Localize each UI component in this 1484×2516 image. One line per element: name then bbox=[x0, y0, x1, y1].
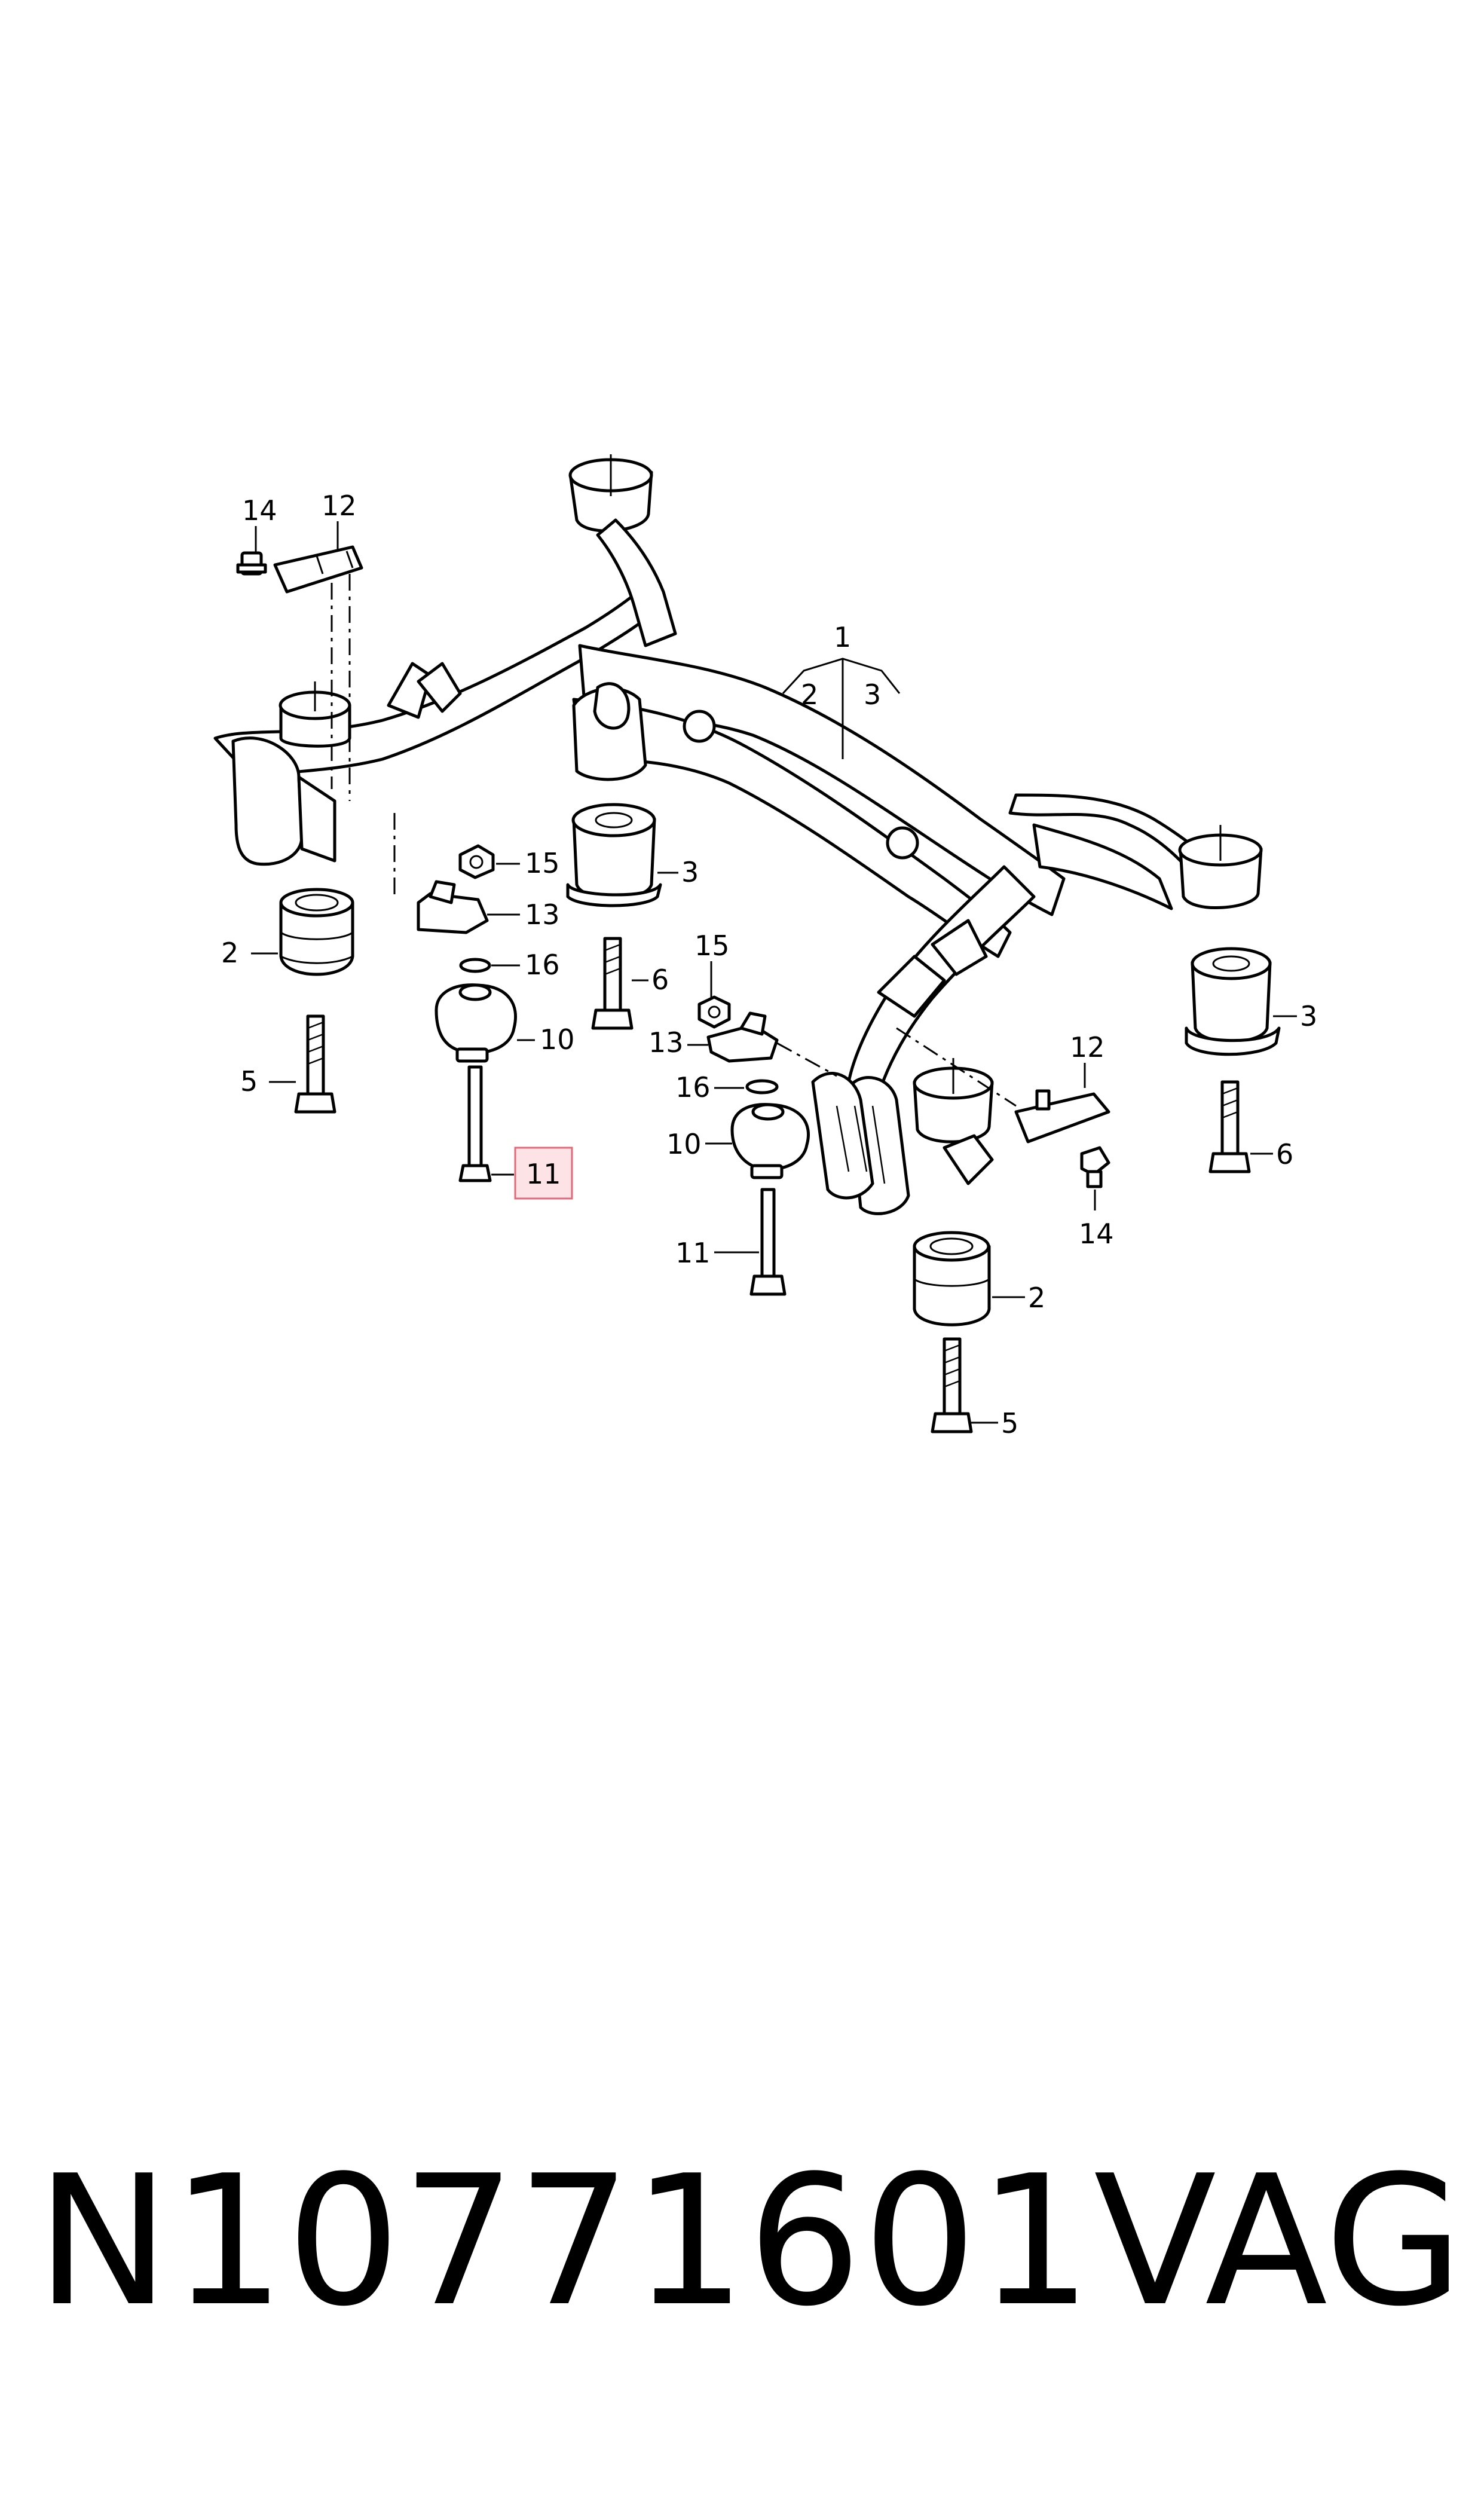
label-10-left: 10 bbox=[540, 1023, 575, 1056]
label-6-center: 6 bbox=[651, 964, 669, 996]
label-3-subpart: 3 bbox=[864, 678, 881, 711]
label-13-left: 13 bbox=[525, 898, 560, 931]
part-13-mid: 13 bbox=[648, 1011, 837, 1077]
part-14-left: 14 bbox=[236, 494, 277, 576]
label-2-right: 2 bbox=[1028, 1282, 1045, 1314]
part-5-left: 5 bbox=[240, 1014, 336, 1114]
part-11-mid: 11 bbox=[675, 1188, 787, 1296]
label-12-left: 12 bbox=[322, 490, 357, 522]
label-14-right: 14 bbox=[1079, 1218, 1114, 1250]
part-1-callout: 1 2 3 bbox=[782, 621, 901, 759]
label-11-left: 11 bbox=[526, 1158, 561, 1190]
part-3-right: 3 bbox=[1185, 947, 1317, 1056]
brand-name: VAG bbox=[1094, 2137, 1464, 2346]
label-16-mid: 16 bbox=[675, 1071, 711, 1103]
label-2-subpart: 2 bbox=[801, 678, 818, 711]
part-16-mid: 16 bbox=[675, 1071, 779, 1103]
label-5-right: 5 bbox=[1001, 1407, 1018, 1439]
part-11-left: 11 bbox=[458, 1065, 573, 1200]
label-3-right: 3 bbox=[1300, 1000, 1317, 1032]
part-2-right: 2 bbox=[913, 1231, 1045, 1326]
label-10-mid: 10 bbox=[666, 1128, 702, 1160]
label-13-mid: 13 bbox=[648, 1026, 684, 1059]
part-6-center: 6 bbox=[591, 937, 669, 1030]
label-6-right: 6 bbox=[1276, 1138, 1293, 1170]
part-3-center: 3 bbox=[566, 803, 699, 907]
part-15-left: 15 bbox=[458, 844, 560, 879]
part-5-right: 5 bbox=[931, 1337, 1018, 1439]
rear-subframe bbox=[213, 454, 1263, 1215]
label-5-left: 5 bbox=[240, 1065, 258, 1097]
part-14-right: 14 bbox=[1079, 1146, 1114, 1250]
part-12-right: 12 bbox=[896, 1027, 1110, 1144]
label-1: 1 bbox=[834, 621, 851, 653]
part-12-left: 12 bbox=[273, 490, 363, 801]
label-12-right: 12 bbox=[1070, 1031, 1105, 1063]
part-10-mid: 10 bbox=[666, 1103, 810, 1179]
part-6-right: 6 bbox=[1208, 1080, 1293, 1173]
part-15-mid: 15 bbox=[694, 930, 731, 1029]
label-14-left: 14 bbox=[242, 494, 277, 527]
label-3-center: 3 bbox=[681, 856, 699, 888]
label-2-left: 2 bbox=[221, 937, 238, 969]
part-16-left: 16 bbox=[459, 949, 560, 981]
part-13-left: 13 bbox=[393, 813, 560, 934]
part-number: N10771601 bbox=[36, 2137, 1094, 2346]
label-15-mid: 15 bbox=[694, 930, 730, 962]
part-10-left: 10 bbox=[435, 983, 575, 1063]
label-16-left: 16 bbox=[525, 949, 560, 981]
label-15-left: 15 bbox=[525, 847, 560, 879]
part-2-left: 2 bbox=[221, 888, 354, 976]
highlight-box-11 bbox=[514, 1147, 573, 1200]
label-11-mid: 11 bbox=[675, 1237, 711, 1269]
